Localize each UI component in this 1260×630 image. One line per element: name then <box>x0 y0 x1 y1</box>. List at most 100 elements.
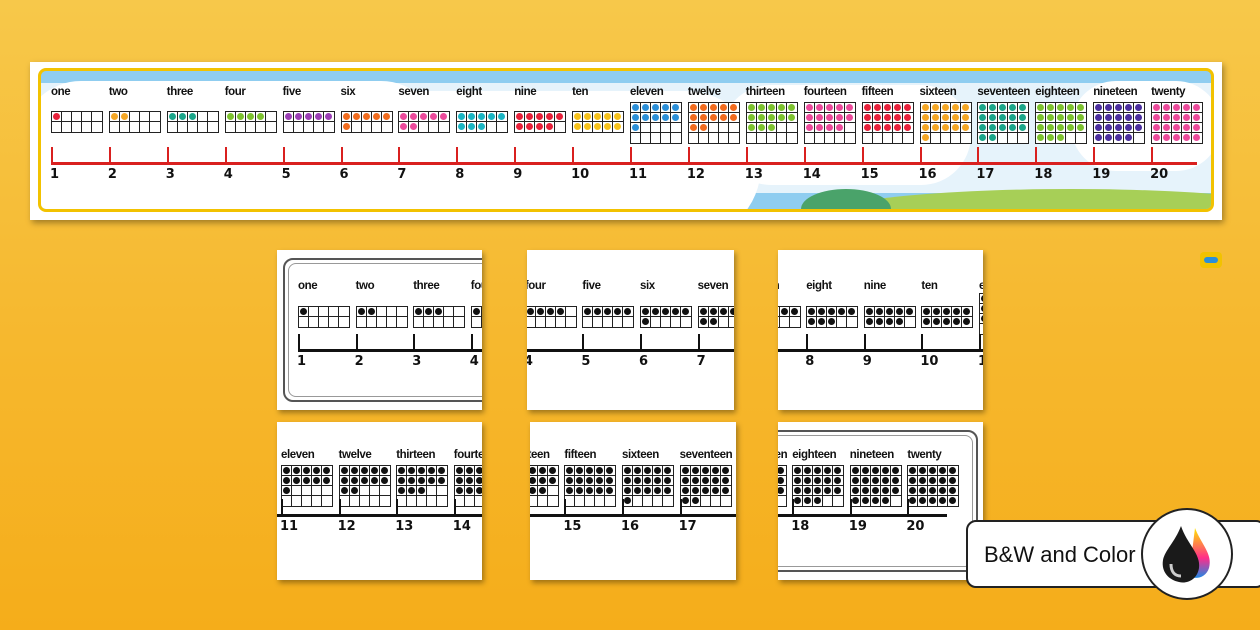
counter-dot <box>979 114 987 121</box>
counter-dot <box>919 487 927 494</box>
counter-dot <box>293 477 300 484</box>
number-tick <box>398 147 401 163</box>
counter-dot <box>885 308 893 315</box>
counter-dot <box>729 114 737 121</box>
bw-page-6[interactable]: one1two2three3four4five5six6seven7eight8… <box>778 422 983 580</box>
counter-dot <box>921 134 929 141</box>
counter-dot <box>1163 124 1171 131</box>
bw-page-1[interactable]: one1two2three3four4five5six6seven7eight8… <box>277 250 482 410</box>
counter-dot <box>861 487 869 494</box>
number-word: fourteen <box>453 449 482 461</box>
ten-frame <box>849 465 902 507</box>
ten-frame <box>527 306 577 328</box>
counter-dot <box>999 124 1007 131</box>
counter-dot <box>711 467 719 474</box>
counter-dot <box>594 308 602 315</box>
number-label: 7 <box>397 167 407 182</box>
counter-dot <box>110 113 118 120</box>
counter-dot <box>455 487 463 494</box>
counter-dot <box>893 114 901 121</box>
counter-dot <box>313 477 320 484</box>
counter-dot <box>1057 134 1065 141</box>
counter-dot <box>747 104 755 111</box>
counter-dot <box>642 114 649 121</box>
counter-dot <box>691 477 699 484</box>
counter-dot <box>380 467 388 474</box>
number-label: 14 <box>452 519 471 534</box>
counter-dot <box>1009 104 1017 111</box>
bw-page-5[interactable]: one1two2three3four4five5six6seven7eight8… <box>530 422 736 580</box>
counter-dot <box>903 104 911 111</box>
number-tick <box>564 499 567 515</box>
counter-dot <box>546 308 554 315</box>
counter-dot <box>1037 134 1045 141</box>
counter-dot <box>848 308 856 315</box>
counter-dot <box>681 467 689 474</box>
counter-dot <box>418 487 426 494</box>
counter-dot <box>794 487 802 494</box>
number-tick <box>355 334 358 350</box>
bw-page-4[interactable]: one1two2three3four4five5six6seven7eight8… <box>277 422 482 580</box>
counter-dot <box>455 467 463 474</box>
counter-dot <box>624 497 631 504</box>
counter-dot <box>478 113 486 120</box>
counter-dot <box>1163 134 1171 141</box>
number-label: 16 <box>621 519 640 534</box>
counter-dot <box>824 487 832 494</box>
number-label: 6 <box>339 167 349 182</box>
number-word: seven <box>778 280 780 293</box>
bw-page-3[interactable]: one1two2three3four4five5six6seven7eight8… <box>778 250 983 410</box>
counter-dot <box>933 318 941 325</box>
number-word: eighteen <box>792 449 837 461</box>
number-tick <box>340 147 343 163</box>
counter-dot <box>883 124 891 131</box>
number-tick <box>849 499 852 515</box>
counter-dot <box>905 308 913 315</box>
counter-dot <box>814 467 822 474</box>
bw-page-2[interactable]: one1two2three3four4five5six6seven7eight8… <box>527 250 734 410</box>
counter-dot <box>340 487 348 494</box>
counter-dot <box>546 123 554 130</box>
counter-dot <box>804 497 812 504</box>
number-label: 17 <box>678 519 697 534</box>
counter-dot <box>576 477 584 484</box>
counter-dot <box>941 104 949 111</box>
counter-dot <box>767 104 775 111</box>
counter-dot <box>527 308 534 315</box>
number-tick <box>745 147 748 163</box>
counter-dot <box>1173 104 1181 111</box>
counter-dot <box>1105 114 1113 121</box>
counter-dot <box>1105 124 1113 131</box>
counter-dot <box>323 477 330 484</box>
number-label: 8 <box>455 167 465 182</box>
counter-dot <box>929 487 937 494</box>
counter-dot <box>825 104 833 111</box>
ten-frame <box>108 111 161 133</box>
number-word: nineteen <box>1093 86 1138 98</box>
counter-dot <box>1183 124 1191 131</box>
ten-frame <box>166 111 219 133</box>
number-label: 6 <box>639 354 649 369</box>
number-label: 9 <box>862 354 872 369</box>
counter-dot <box>883 104 891 111</box>
counter-dot <box>824 467 832 474</box>
number-tick <box>396 499 399 515</box>
number-label: 17 <box>976 167 995 182</box>
number-tick <box>803 147 806 163</box>
counter-dot <box>815 104 823 111</box>
number-label: 3 <box>412 354 422 369</box>
counter-dot <box>804 477 812 484</box>
counter-dot <box>380 477 388 484</box>
number-line-axis <box>277 514 482 517</box>
counter-dot <box>875 318 883 325</box>
counter-dot <box>475 467 482 474</box>
counter-dot <box>834 487 842 494</box>
counter-dot <box>634 487 641 494</box>
counter-dot <box>871 497 879 504</box>
counter-dot <box>624 467 631 474</box>
counter-dot <box>1095 104 1103 111</box>
ten-frame <box>514 111 567 133</box>
counter-dot <box>1095 124 1103 131</box>
number-word: one <box>51 86 71 98</box>
number-word: three <box>166 86 194 98</box>
